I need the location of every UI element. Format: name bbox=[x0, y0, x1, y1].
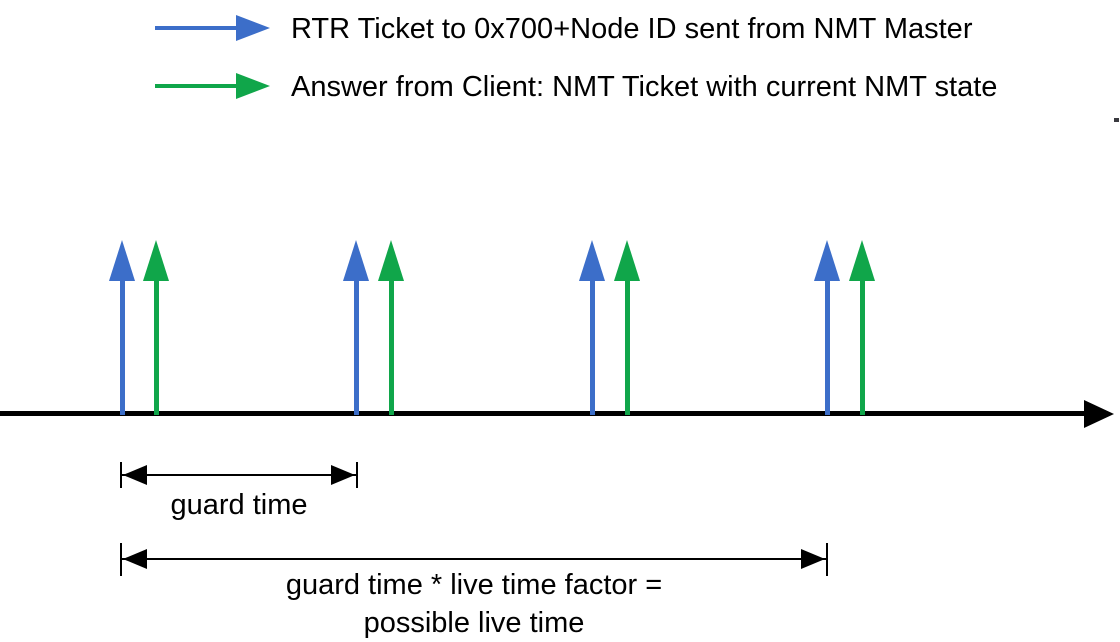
master-event-arrow-stem bbox=[824, 280, 830, 415]
client-answer-arrow-icon bbox=[155, 84, 236, 88]
measurement-end-tick bbox=[120, 462, 122, 488]
measurement-arrowhead-left-icon bbox=[123, 549, 147, 569]
client-event-arrow-2 bbox=[378, 240, 404, 415]
master-event-arrow-1 bbox=[109, 240, 135, 415]
client-event-arrow-1 bbox=[143, 240, 169, 415]
measurement-line bbox=[121, 558, 827, 560]
measurement-label-line: possible live time bbox=[363, 607, 585, 639]
master-event-arrowhead-icon bbox=[814, 240, 840, 281]
master-event-arrow-stem bbox=[589, 280, 595, 415]
measurement-label-line: guard time * live time factor = bbox=[285, 569, 663, 601]
client-event-arrow-4 bbox=[849, 240, 875, 415]
client-event-arrowhead-icon bbox=[143, 240, 169, 281]
master-event-arrowhead-icon bbox=[579, 240, 605, 281]
legend-label-client-answer: Answer from Client: NMT Ticket with curr… bbox=[291, 71, 998, 103]
client-event-arrowhead-icon bbox=[614, 240, 640, 281]
time-axis-arrowhead-icon bbox=[1084, 400, 1114, 428]
client-event-arrow-stem bbox=[388, 280, 394, 415]
master-event-arrow-4 bbox=[814, 240, 840, 415]
rtr-ticket-arrowhead-icon bbox=[236, 15, 270, 41]
master-event-arrowhead-icon bbox=[109, 240, 135, 281]
client-event-arrow-3 bbox=[614, 240, 640, 415]
master-event-arrow-3 bbox=[579, 240, 605, 415]
measurement-end-tick bbox=[826, 542, 828, 576]
master-event-arrow-stem bbox=[119, 280, 125, 415]
measurement-arrowhead-right-icon bbox=[331, 465, 355, 485]
client-answer-arrowhead-icon bbox=[236, 73, 270, 99]
measurement-label-line: guard time bbox=[170, 489, 308, 521]
measurement-end-tick bbox=[356, 462, 358, 488]
measurement-end-tick bbox=[120, 542, 122, 576]
master-event-arrow-stem bbox=[353, 280, 359, 415]
client-event-arrowhead-icon bbox=[849, 240, 875, 281]
measurement-label-guard-time: guard time bbox=[170, 486, 307, 524]
client-event-arrow-stem bbox=[624, 280, 630, 415]
legend-label-rtr-ticket: RTR Ticket to 0x700+Node ID sent from NM… bbox=[291, 13, 973, 45]
stray-clipped-mark bbox=[1114, 118, 1119, 122]
client-event-arrow-stem bbox=[153, 280, 159, 415]
master-event-arrowhead-icon bbox=[343, 240, 369, 281]
measurement-line bbox=[121, 474, 357, 476]
measurement-arrowhead-left-icon bbox=[123, 465, 147, 485]
client-event-arrowhead-icon bbox=[378, 240, 404, 281]
measurement-arrowhead-right-icon bbox=[801, 549, 825, 569]
master-event-arrow-2 bbox=[343, 240, 369, 415]
client-event-arrow-stem bbox=[859, 280, 865, 415]
measurement-label-live-time: guard time * live time factor = possible … bbox=[286, 566, 662, 642]
time-axis-line bbox=[0, 411, 1086, 416]
rtr-ticket-arrow-icon bbox=[155, 26, 236, 30]
